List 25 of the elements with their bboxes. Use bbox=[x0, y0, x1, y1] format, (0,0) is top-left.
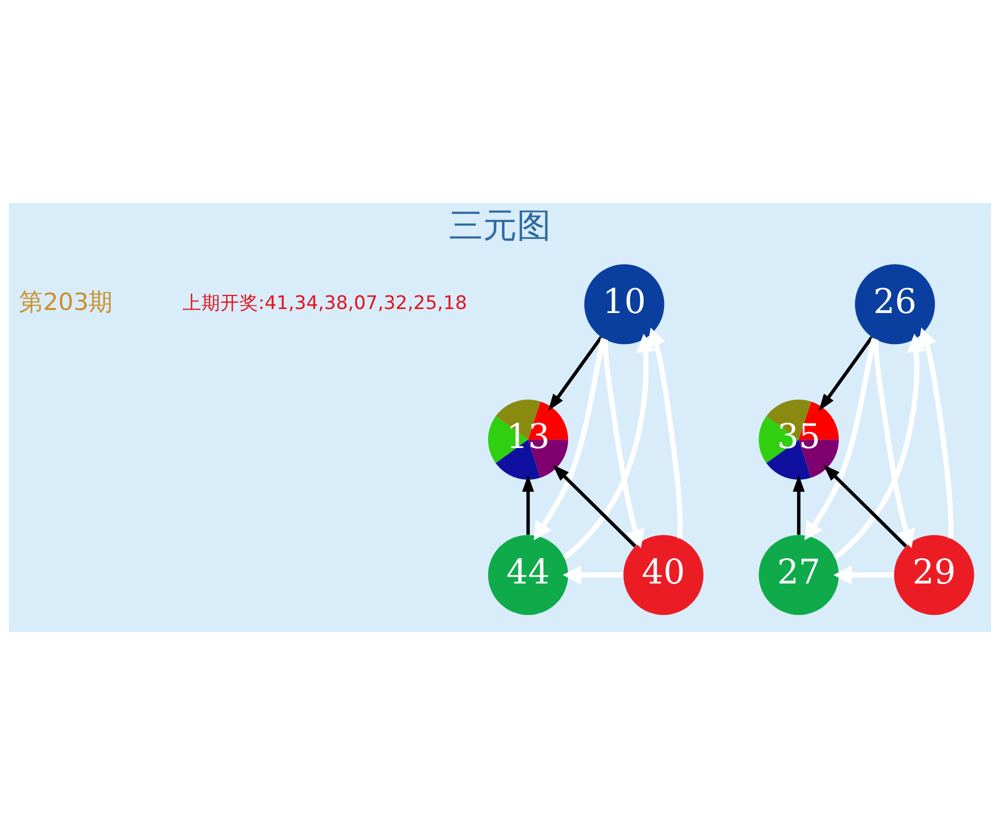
arrow bbox=[552, 464, 636, 547]
node-circle: 26 bbox=[854, 264, 935, 344]
label: 上期开奖:41,34,38,07,32,25,18 bbox=[182, 292, 468, 314]
arrow bbox=[833, 333, 926, 560]
arrow bbox=[918, 327, 954, 538]
arrow bbox=[602, 339, 644, 548]
arrow bbox=[522, 474, 534, 534]
node-circle: 27 bbox=[758, 534, 839, 614]
arrow bbox=[823, 464, 908, 547]
arrow bbox=[792, 474, 805, 534]
arrow bbox=[818, 336, 874, 410]
node-circle: 44 bbox=[488, 534, 568, 614]
node-circle: 29 bbox=[894, 534, 974, 614]
arrow bbox=[562, 564, 624, 584]
arrow bbox=[534, 337, 606, 540]
arrow bbox=[562, 333, 656, 560]
node-circle: 10 bbox=[584, 264, 664, 344]
node-circle: 40 bbox=[623, 534, 704, 614]
arrow bbox=[833, 564, 894, 584]
arrow bbox=[548, 336, 603, 410]
arrow bbox=[647, 327, 683, 538]
arrow bbox=[804, 337, 877, 540]
diagram-title: 三元图 bbox=[449, 206, 551, 246]
label: 第203期 bbox=[19, 288, 113, 316]
arrow bbox=[873, 339, 916, 548]
